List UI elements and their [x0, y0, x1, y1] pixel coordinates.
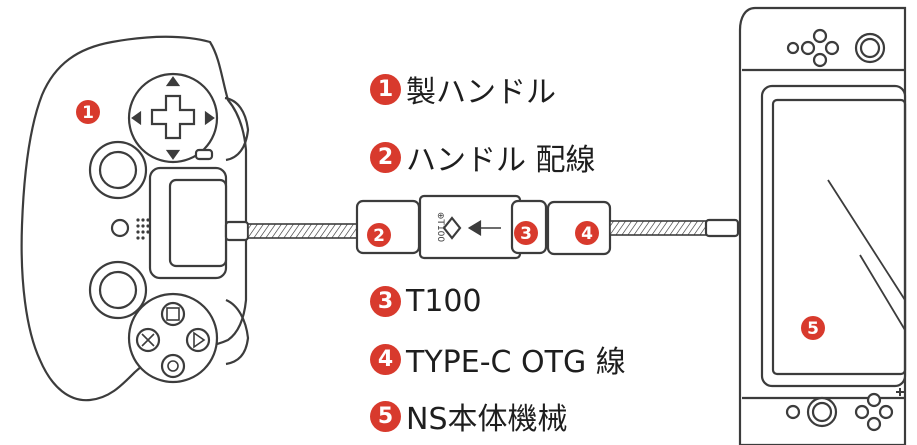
cable-left [247, 223, 359, 239]
marker-cable-right: 4 [575, 221, 599, 245]
marker-cable-right-circle [575, 221, 599, 245]
legend-item-5: 5 NS本体機械 [370, 393, 567, 439]
legend-number-3: 3 [370, 285, 401, 317]
legend-number-4: 4 [370, 343, 401, 375]
legend-item-1: 1 製ハンドル [370, 66, 556, 112]
legend-item-4: 4 TYPE-C OTG 線 [370, 336, 626, 382]
marker-console-number: 5 [807, 319, 819, 339]
legend-label-1: 製ハンドル [406, 75, 556, 110]
legend-label-5: NS本体機械 [406, 402, 568, 437]
legend-label-4: TYPE-C OTG 線 [406, 345, 626, 380]
marker-controller-number: 1 [82, 103, 94, 123]
marker-controller-circle [76, 100, 100, 124]
legend-label-2: ハンドル 配線 [406, 143, 596, 178]
legend-number-1: 1 [370, 73, 401, 105]
marker-adapter-number: 3 [520, 224, 532, 244]
marker-controller: 1 [76, 100, 100, 124]
legend-item-2: 2 ハンドル 配線 [370, 134, 596, 180]
usb-adapter-icon [355, 194, 548, 260]
legend-label-3: T100 [406, 283, 482, 319]
legend-number-2: 2 [370, 141, 401, 173]
marker-cable-left: 2 [367, 223, 391, 247]
marker-cable-right-number: 4 [581, 224, 593, 244]
marker-console-circle [801, 316, 825, 340]
switch-console-icon [738, 6, 907, 445]
marker-cable-left-number: 2 [373, 226, 385, 246]
adapter-label: ⊕T100 [435, 212, 445, 242]
legend-number-5: 5 [370, 400, 401, 432]
gamepad-controller-icon [20, 35, 250, 402]
marker-adapter: 3 [514, 221, 538, 245]
marker-adapter-circle [514, 221, 538, 245]
number-markers: 1 2 3 4 5 [76, 100, 825, 340]
legend-item-3: 3 T100 [370, 278, 482, 324]
marker-console: 5 [801, 316, 825, 340]
marker-cable-left-circle [367, 223, 391, 247]
